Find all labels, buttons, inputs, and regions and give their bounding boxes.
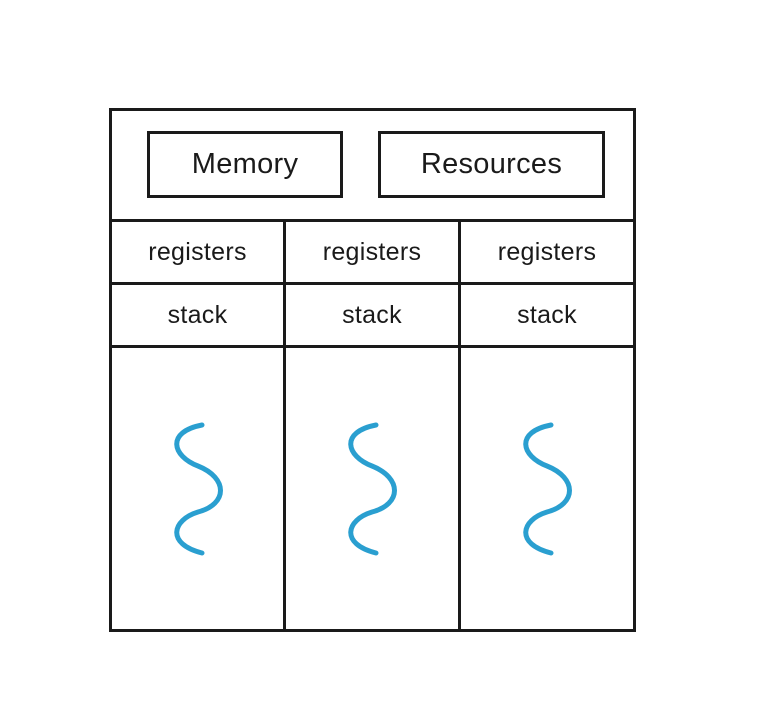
resources-box: Resources [378,131,605,198]
shared-resources-area: Memory Resources [112,111,633,222]
stack-cell: stack [286,285,458,348]
registers-label: registers [322,237,422,266]
resources-label: Resources [420,148,563,180]
registers-label: registers [148,237,247,266]
memory-label: Memory [191,148,299,180]
thread-area [286,348,458,632]
thread-column-2: registers stack [286,222,461,632]
memory-box: Memory [147,131,343,198]
thread-column-3: registers stack [461,222,633,632]
registers-cell: registers [112,222,283,285]
stack-label: stack [517,300,577,329]
wavy-thread-icon [348,422,397,556]
wavy-thread-icon [523,422,572,556]
process-diagram: Memory Resources registers stack registe… [109,108,636,632]
stack-cell: stack [461,285,633,348]
registers-cell: registers [286,222,458,285]
thread-column-1: registers stack [112,222,286,632]
registers-cell: registers [461,222,633,285]
stack-label: stack [342,300,402,329]
stack-label: stack [167,300,228,329]
stack-cell: stack [112,285,283,348]
thread-area [461,348,633,632]
registers-label: registers [497,237,597,266]
thread-area [112,348,283,632]
wavy-thread-icon [173,422,223,556]
